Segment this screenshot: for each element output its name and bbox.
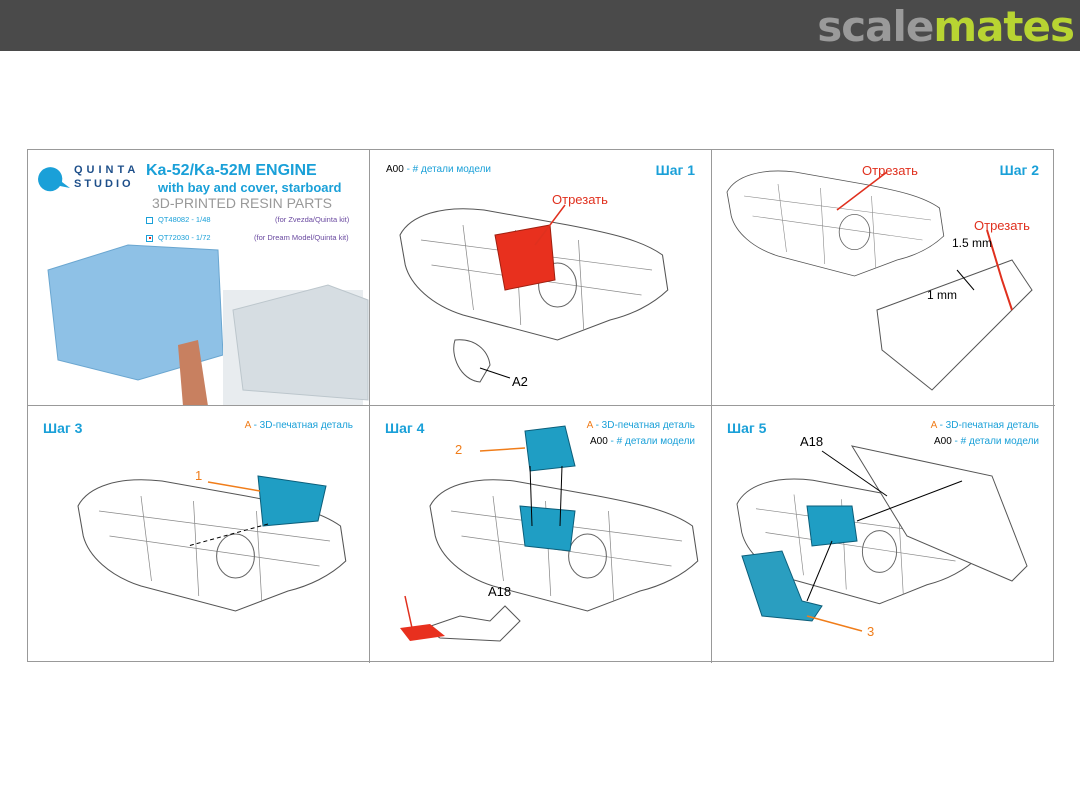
option-note: (for Zvezda/Quinta kit) (275, 215, 350, 224)
part-label: 3 (867, 624, 875, 639)
product-title: Ka-52/Ka-52M ENGINE (146, 162, 317, 179)
step-5-title: Шаг 5 (727, 420, 767, 436)
option-qt72030[interactable]: QT72030 - 1/72 (146, 233, 211, 242)
cut-label: Отрезать (552, 192, 608, 207)
checkbox-icon[interactable] (146, 216, 153, 224)
step-1-title: Шаг 1 (655, 162, 695, 178)
step-1-panel: A00 - # детали модели Шаг 1 Отрезать A2 (370, 150, 712, 406)
product-subtitle: with bay and cover, starboard (158, 180, 342, 195)
step-3-title: Шаг 3 (43, 420, 83, 436)
option-qt48082[interactable]: QT48082 - 1/48 (146, 215, 211, 224)
scalemates-logo[interactable]: scalemates (817, 2, 1075, 51)
part-label: A18 (488, 584, 512, 599)
header-panel: QUINTA STUDIO Ka-52/Ka-52M ENGINE with b… (28, 150, 370, 406)
option-note: (for Dream Model/Quinta kit) (254, 233, 349, 242)
cut-label: Отрезать (974, 218, 1030, 233)
dimension-label: 1 mm (927, 288, 957, 302)
part-label: A2 (512, 374, 528, 389)
dimension-label: 1.5 mm (952, 236, 993, 250)
checked-checkbox-icon[interactable] (146, 234, 153, 242)
part-label: 2 (455, 442, 463, 457)
product-tagline: 3D-PRINTED RESIN PARTS (152, 195, 332, 211)
top-bar: scalemates (0, 0, 1080, 51)
step-3-panel: Шаг 3 A - 3D-печатная деталь 1 (28, 406, 370, 663)
part-label: 1 (195, 468, 203, 483)
step-4-title: Шаг 4 (385, 420, 425, 436)
step-2-title: Шаг 2 (999, 162, 1039, 178)
part-label: A18 (800, 434, 824, 449)
instruction-sheet: QUINTA STUDIO Ka-52/Ka-52M ENGINE with b… (27, 149, 1055, 663)
step-2-panel: Шаг 2 Отрезать Отрезать 1.5 mm 1 mm (712, 150, 1055, 406)
cut-label: Отрезать (862, 163, 918, 178)
